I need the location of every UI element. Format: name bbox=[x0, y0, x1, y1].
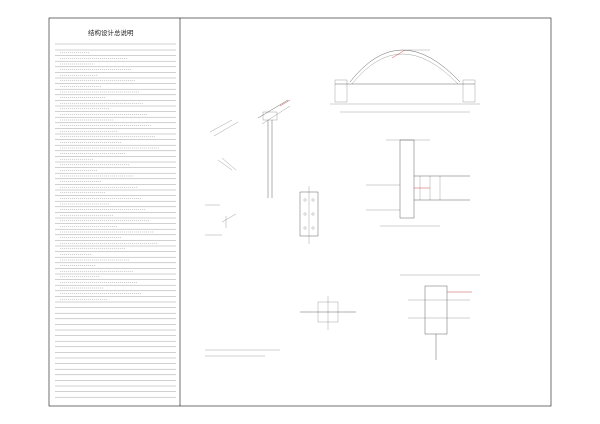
arch-elevation-drawing bbox=[330, 49, 480, 113]
sheet-title: 结构设计总说明 bbox=[88, 28, 134, 37]
column-detail-drawing bbox=[205, 99, 291, 236]
splice-plate-drawing bbox=[300, 296, 356, 330]
column-base-drawing bbox=[400, 274, 480, 360]
beam-joint-drawing bbox=[366, 139, 470, 227]
drawing-notes bbox=[205, 349, 280, 357]
note-rows bbox=[55, 49, 176, 398]
sheet-border bbox=[48, 17, 552, 407]
plate-detail-drawing bbox=[299, 186, 319, 244]
design-notes-panel: 结构设计总说明 bbox=[55, 28, 176, 398]
